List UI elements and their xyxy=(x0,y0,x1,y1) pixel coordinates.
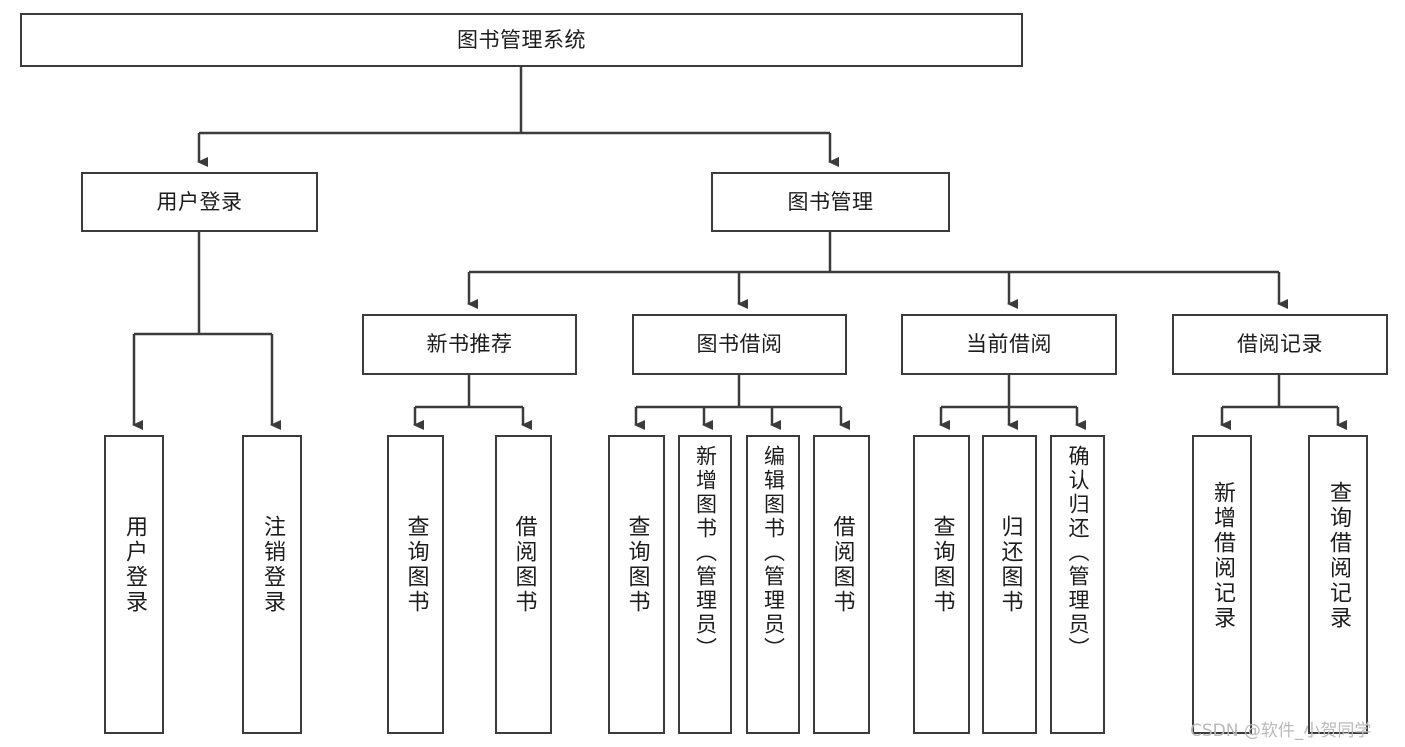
node-label: 归还图书 xyxy=(997,515,1023,615)
node-label: 查询图书 xyxy=(624,515,650,615)
leaf-borrow-edit-book-admin[interactable]: 编辑图书（管理员） xyxy=(746,435,800,734)
leaf-borrow-borrow-book[interactable]: 借阅图书 xyxy=(813,435,870,734)
node-new-book-recommend[interactable]: 新书推荐 xyxy=(362,314,577,375)
node-label: 借阅图书 xyxy=(511,515,537,615)
leaf-logout[interactable]: 注销登录 xyxy=(242,435,302,734)
node-label: 新增借阅记录 xyxy=(1210,481,1235,631)
node-label: 用户登录 xyxy=(156,189,243,214)
node-user-login[interactable]: 用户登录 xyxy=(81,172,318,232)
node-label: 当前借阅 xyxy=(966,332,1052,357)
node-label: 查询图书 xyxy=(929,515,955,615)
node-label: 注销登录 xyxy=(260,515,285,615)
leaf-record-add-record[interactable]: 新增借阅记录 xyxy=(1192,435,1252,734)
leaf-record-query-record[interactable]: 查询借阅记录 xyxy=(1308,435,1368,734)
node-label: 图书管理 xyxy=(787,189,874,214)
node-label: 新增图书（管理员） xyxy=(693,445,718,661)
node-label: 图书借阅 xyxy=(696,332,783,357)
node-book-management[interactable]: 图书管理 xyxy=(711,172,950,232)
node-book-borrow[interactable]: 图书借阅 xyxy=(632,314,847,375)
node-label: 借阅记录 xyxy=(1237,332,1323,357)
leaf-borrow-add-book-admin[interactable]: 新增图书（管理员） xyxy=(678,435,732,734)
leaf-current-query-book[interactable]: 查询图书 xyxy=(913,435,970,734)
node-label: 查询借阅记录 xyxy=(1326,481,1351,631)
node-label: 查询图书 xyxy=(403,515,429,615)
node-root-system[interactable]: 图书管理系统 xyxy=(20,13,1023,67)
node-label: 用户登录 xyxy=(122,515,147,615)
leaf-recommend-borrow-book[interactable]: 借阅图书 xyxy=(495,435,552,734)
node-label: 新书推荐 xyxy=(426,332,513,357)
leaf-user-login[interactable]: 用户登录 xyxy=(104,435,164,734)
node-label: 借阅图书 xyxy=(829,515,855,615)
leaf-current-confirm-return-admin[interactable]: 确认归还（管理员） xyxy=(1050,435,1105,734)
node-label: 图书管理系统 xyxy=(457,27,586,52)
node-current-borrow[interactable]: 当前借阅 xyxy=(901,314,1117,375)
leaf-recommend-query-book[interactable]: 查询图书 xyxy=(387,435,444,734)
node-borrow-record[interactable]: 借阅记录 xyxy=(1172,314,1388,375)
node-label: 编辑图书（管理员） xyxy=(761,445,786,661)
csdn-watermark: CSDN @软件_小贺同学 xyxy=(1190,721,1372,741)
leaf-current-return-book[interactable]: 归还图书 xyxy=(982,435,1037,734)
node-label: 确认归还（管理员） xyxy=(1066,445,1090,661)
leaf-borrow-query-book[interactable]: 查询图书 xyxy=(608,435,665,734)
